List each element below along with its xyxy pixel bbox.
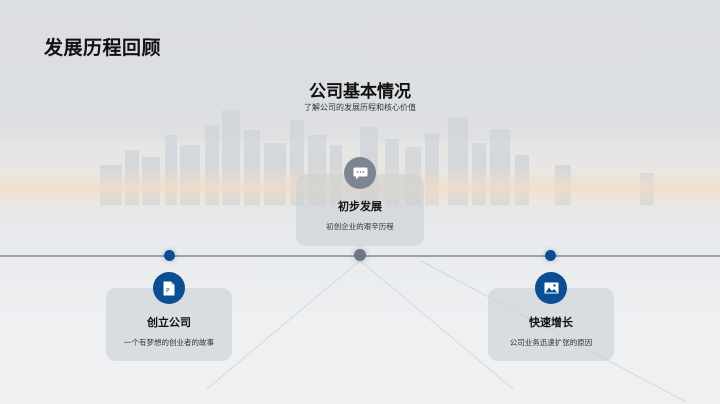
background-top-band	[0, 0, 720, 141]
svg-text:P: P	[166, 287, 170, 294]
image-icon	[544, 282, 558, 294]
section-subtitle: 了解公司的发展历程和核心价值	[304, 103, 416, 112]
milestone-description: 一个有梦想的创业者的故事	[124, 338, 214, 347]
slide-title: 发展历程回顾	[44, 37, 162, 59]
section-title: 公司基本情况	[309, 82, 411, 102]
milestone-icon-circle-1: P	[153, 272, 185, 304]
milestone-title: 快速增长	[529, 316, 573, 329]
document-icon: P	[163, 281, 175, 295]
milestone-icon-circle-3	[535, 272, 567, 304]
timeline-dot-1	[164, 250, 175, 261]
chat-bubble-icon	[353, 167, 367, 179]
milestone-description: 初创企业的艰辛历程	[326, 222, 394, 231]
milestone-title: 创立公司	[147, 316, 191, 329]
timeline-dot-3	[545, 250, 556, 261]
milestone-icon-circle-2	[344, 157, 376, 189]
milestone-description: 公司业务迅速扩张的原因	[509, 338, 593, 347]
milestone-title: 初步发展	[338, 200, 382, 213]
timeline-dot-2	[354, 249, 366, 261]
